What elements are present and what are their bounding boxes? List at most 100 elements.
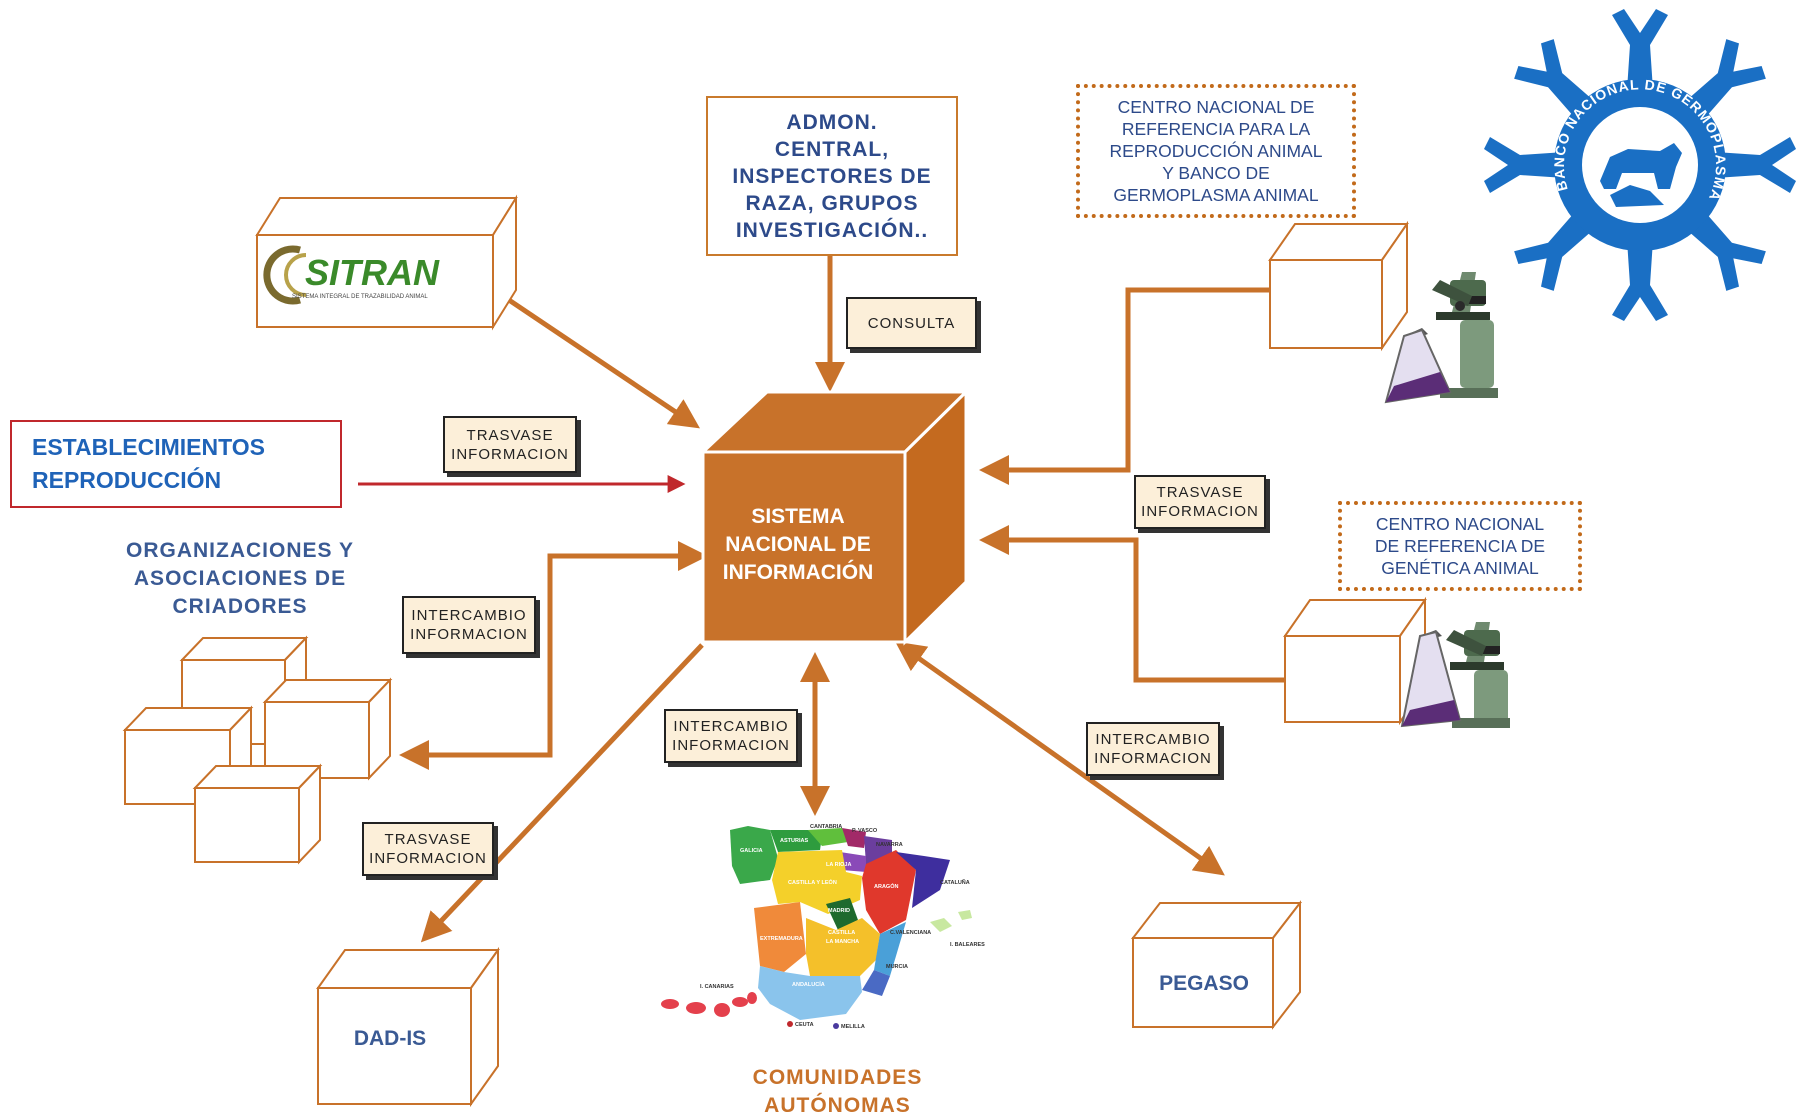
organizaciones-cubes xyxy=(122,635,393,865)
tag-line-2: INFORMACION xyxy=(1094,750,1212,767)
tag-consulta-label: CONSULTA xyxy=(867,314,956,332)
comunidades-line-1: COMUNIDADES xyxy=(752,1066,923,1089)
comunidades-line-2: AUTÓNOMAS xyxy=(764,1094,911,1117)
region-melilla xyxy=(833,1023,839,1029)
arrow-germoplasma-to-center xyxy=(979,287,1270,485)
flask-icon xyxy=(1384,328,1452,404)
germoplasma-line-2: REFERENCIA PARA LA xyxy=(1121,119,1311,139)
centro-genetica-box: CENTRO NACIONAL DE REFERENCIA DE GENÉTIC… xyxy=(1338,501,1582,591)
tag-trasvase-establecimientos: TRASVASE INFORMACION xyxy=(443,416,577,473)
sitran-tagline: SISTEMA INTEGRAL DE TRAZABILIDAD ANIMAL xyxy=(292,294,428,300)
tag-consulta: CONSULTA xyxy=(846,297,977,349)
region-asturias xyxy=(770,830,822,852)
region-valenciana xyxy=(874,922,906,976)
admon-line-1: ADMON. xyxy=(786,110,878,134)
organizaciones-line-1: ORGANIZACIONES Y xyxy=(126,539,354,562)
tag-line-2: INFORMACION xyxy=(451,445,569,463)
region-galicia xyxy=(730,826,778,884)
arrow-sitran-to-center xyxy=(492,287,700,429)
map-label-cataluna: CATALUÑA xyxy=(940,879,970,886)
region-baleares xyxy=(930,910,972,932)
map-label-valenciana: C.VALENCIANA xyxy=(890,930,931,936)
tag-line-1: INTERCAMBIO xyxy=(1095,731,1211,748)
sitran-logo: SITRAN SISTEMA INTEGRAL DE TRAZABILIDAD … xyxy=(263,245,440,305)
tag-line-2: INFORMACION xyxy=(1141,503,1259,520)
map-label-castilla-mancha-2: LA MANCHA xyxy=(826,939,859,945)
region-aragon xyxy=(862,850,916,934)
map-label-rioja: LA RIOJA xyxy=(826,862,851,868)
connectors xyxy=(399,252,1285,943)
map-label-canarias: I. CANARIAS xyxy=(700,984,734,990)
admon-line-5: INVESTIGACIÓN.. xyxy=(735,218,929,242)
tag-line-2: INFORMACION xyxy=(410,626,528,643)
genetica-line-2: DE REFERENCIA DE xyxy=(1374,536,1546,556)
org-cube-3 xyxy=(262,677,393,781)
germoplasma-line-4: Y BANCO DE xyxy=(1162,163,1270,183)
dadis-label: DAD-IS xyxy=(354,1027,426,1050)
arrow-intercambio-organizaciones xyxy=(399,541,708,770)
organizaciones-title: ORGANIZACIONES Y ASOCIACIONES DE CRIADOR… xyxy=(110,537,370,621)
map-label-extremadura: EXTREMADURA xyxy=(760,936,803,942)
map-label-castilla-leon: CASTILLA Y LEÓN xyxy=(788,878,837,886)
genetica-box xyxy=(1283,596,1427,726)
arrow-center-pegaso xyxy=(895,641,1225,876)
arrow-center-to-dadis xyxy=(420,643,704,943)
center-line-3: INFORMACIÓN xyxy=(723,560,874,584)
region-ceuta xyxy=(787,1021,793,1027)
map-label-navarra: NAVARRA xyxy=(876,842,903,848)
organizaciones-line-2: ASOCIACIONES DE xyxy=(133,567,347,590)
tag-line-1: INTERCAMBIO xyxy=(411,607,527,624)
admon-line-3: INSPECTORES DE xyxy=(732,164,932,188)
map-label-castilla-mancha-1: CASTILLA xyxy=(828,930,855,936)
map-label-murcia: MURCIA xyxy=(886,964,908,970)
map-label-baleares: I. BALEARES xyxy=(950,942,985,948)
region-castilla-leon xyxy=(772,850,862,914)
arrow-genetica-to-center xyxy=(979,525,1285,683)
dadis-box xyxy=(316,946,500,1108)
tag-trasvase-dadis: TRASVASE INFORMACION xyxy=(362,822,494,876)
pegaso-box xyxy=(1130,900,1303,1030)
region-rioja xyxy=(840,852,866,872)
region-cantabria xyxy=(808,828,848,846)
microscope-icon xyxy=(1432,272,1498,398)
region-extremadura xyxy=(754,902,806,972)
tag-intercambio-comunidades: INTERCAMBIO INFORMACION xyxy=(664,709,798,763)
map-label-ceuta: CEUTA xyxy=(795,1022,814,1028)
central-cube: SISTEMA NACIONAL DE INFORMACIÓN xyxy=(699,388,970,646)
spain-map: CANTABRIA P. VASCO NAVARRA GALICIA ASTUR… xyxy=(661,824,985,1030)
genetica-line-1: CENTRO NACIONAL xyxy=(1375,514,1545,534)
region-pvasco xyxy=(842,828,866,848)
region-madrid xyxy=(826,898,858,930)
region-andalucia xyxy=(758,966,862,1020)
tag-line-2: INFORMACION xyxy=(369,850,487,867)
region-castilla-mancha xyxy=(806,918,880,976)
region-cataluna xyxy=(896,852,950,908)
map-label-aragon: ARAGÓN xyxy=(874,882,898,890)
germoplasma-seal-logo: BANCO NACIONAL DE GERMOPLASMA ANIMAL xyxy=(1484,9,1796,321)
establecimientos-reproduccion-box: ESTABLECIMIENTOS REPRODUCCIÓN xyxy=(10,420,342,508)
admon-line-4: RAZA, GRUPOS xyxy=(745,191,919,215)
organizaciones-line-3: CRIADORES xyxy=(172,595,308,618)
center-line-2: NACIONAL DE xyxy=(725,533,870,556)
map-label-melilla: MELILLA xyxy=(841,1024,865,1030)
establecimientos-line-1: ESTABLECIMIENTOS xyxy=(32,434,265,460)
map-label-madrid: MADRID xyxy=(828,908,850,914)
snowflake-arm xyxy=(1612,9,1668,105)
sitran-logo-text: SITRAN xyxy=(305,252,440,293)
map-label-cantabria: CANTABRIA xyxy=(810,824,842,830)
map-label-galicia: GALICIA xyxy=(740,848,763,854)
flask-icon-2 xyxy=(1400,630,1462,728)
centro-germoplasma-box: CENTRO NACIONAL DE REFERENCIA PARA LA RE… xyxy=(1076,84,1356,218)
region-murcia xyxy=(862,970,890,996)
tag-line-1: TRASVASE xyxy=(466,426,554,444)
microscope-icon-2 xyxy=(1446,622,1510,728)
map-label-pvasco: P. VASCO xyxy=(852,828,878,834)
org-cube-4 xyxy=(192,763,323,865)
comunidades-title: COMUNIDADES AUTÓNOMAS xyxy=(720,1064,955,1120)
admon-central-box: ADMON. CENTRAL, INSPECTORES DE RAZA, GRU… xyxy=(706,96,958,256)
region-canarias xyxy=(661,992,757,1017)
tag-line-1: INTERCAMBIO xyxy=(673,718,789,735)
pegaso-label: PEGASO xyxy=(1159,972,1249,995)
admon-line-2: CENTRAL, xyxy=(774,137,890,161)
